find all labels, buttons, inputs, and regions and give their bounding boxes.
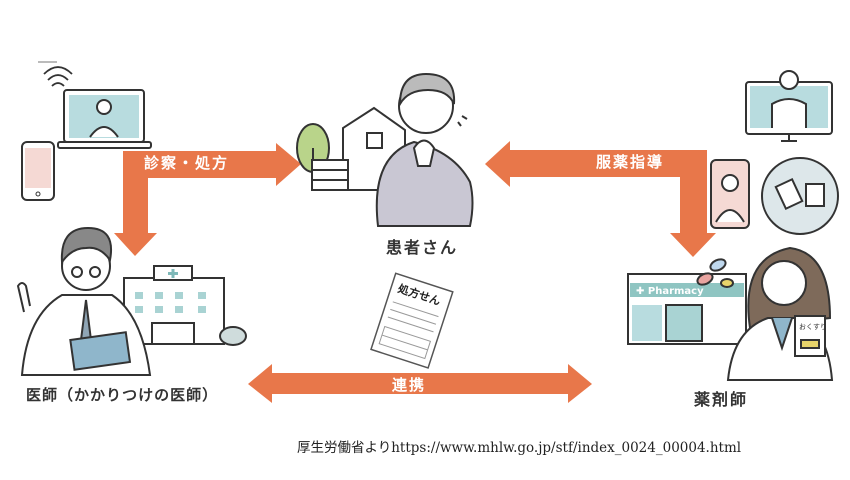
svg-text:おくすり: おくすり [799,323,827,331]
doctor-label: 医師（かかりつけの医師） [26,386,219,404]
doctor-figure [16,226,152,376]
source-citation: 厚生労働省よりhttps://www.mhlw.go.jp/stf/index_… [297,440,742,456]
collaboration-arrow-label: 連携 [392,376,427,394]
collaboration-arrow [248,364,592,403]
laptop-video-call-icon [43,66,152,149]
pharmacy-building-icon: ✚ Pharmacy [627,258,747,345]
consultation-arrow [114,143,301,256]
medicine-speech-bubble-icon [761,157,839,235]
patient-figure [375,72,474,227]
hospital-building-icon [123,265,247,346]
medication-guidance-arrow [485,141,716,257]
smartphone-icon [21,141,55,201]
patient-label: 患者さん [386,238,459,257]
pharmacist-figure: おくすり [726,246,834,381]
pharmacist-label: 薬剤師 [694,390,749,409]
prescription-paper-icon: 処方せん [370,272,454,369]
svg-text:✚ Pharmacy: ✚ Pharmacy [636,286,704,297]
consultation-arrow-label: 診察・処方 [144,154,230,172]
medication-guidance-arrow-label: 服薬指導 [596,153,665,171]
monitor-video-call-icon [745,70,833,142]
smartphone-pharmacist-icon [710,159,750,229]
